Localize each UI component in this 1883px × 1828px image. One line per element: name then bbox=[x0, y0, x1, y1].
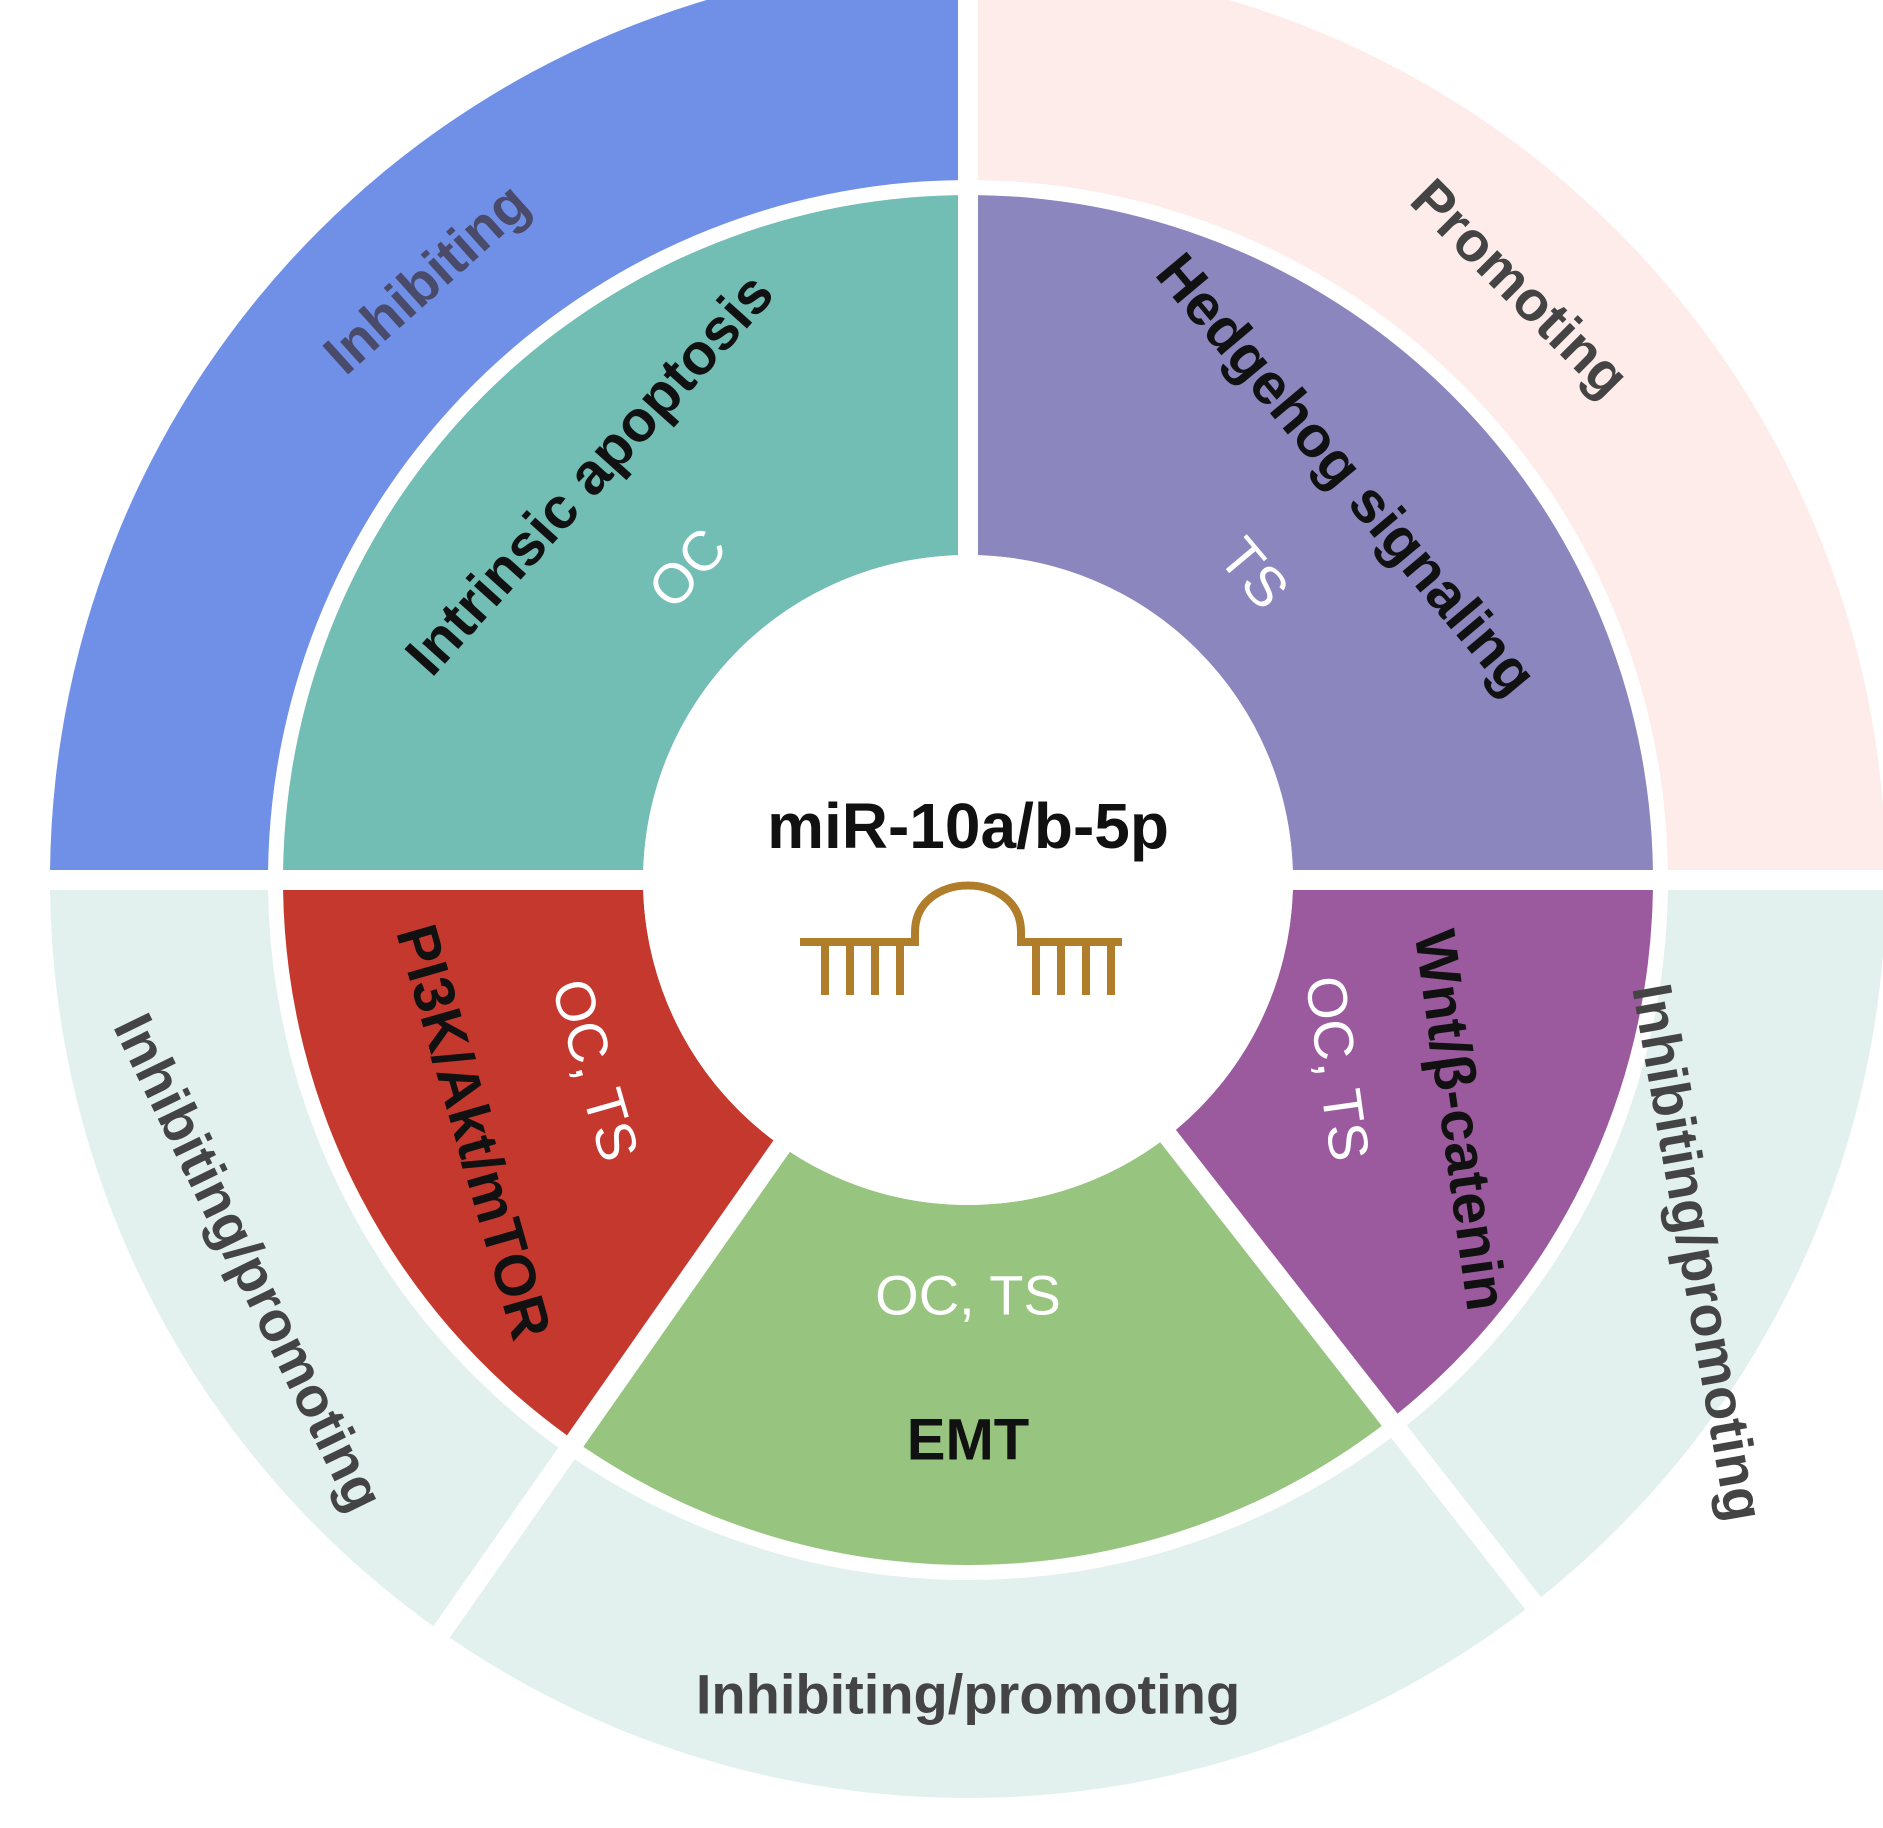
outer-segment-hedgehog-signaling bbox=[978, 0, 1883, 870]
center-title: miR-10a/b-5p bbox=[767, 790, 1169, 862]
inner-ring bbox=[283, 195, 1653, 1565]
hairpin-right-bases bbox=[1032, 942, 1115, 995]
role-label-emt: OC, TS bbox=[875, 1264, 1061, 1327]
mirna-hairpin-icon bbox=[800, 881, 1122, 995]
pathway-label-emt: EMT bbox=[907, 1408, 1029, 1473]
outer-segment-pi3k-akt-mtor bbox=[50, 889, 559, 1627]
inner-segment-hedgehog-signaling bbox=[977, 195, 1653, 871]
outer-ring bbox=[50, 0, 1883, 1798]
outer-segment-wnt-beta-catenin bbox=[1406, 890, 1883, 1598]
inner-segment-intrinsic-apoptosis bbox=[283, 195, 959, 871]
inner-segment-pi3k-akt-mtor bbox=[283, 889, 774, 1436]
inner-segment-wnt-beta-catenin bbox=[1175, 889, 1653, 1414]
hairpin-left-bases bbox=[821, 942, 904, 995]
outer-segment-emt bbox=[449, 1437, 1526, 1798]
outer-segment-intrinsic-apoptosis bbox=[50, 0, 958, 870]
center-disc bbox=[643, 555, 1293, 1205]
inner-segment-emt bbox=[583, 1142, 1382, 1565]
outer-label-emt: Inhibiting/promoting bbox=[696, 1663, 1240, 1726]
hairpin-backbone bbox=[800, 881, 1122, 946]
